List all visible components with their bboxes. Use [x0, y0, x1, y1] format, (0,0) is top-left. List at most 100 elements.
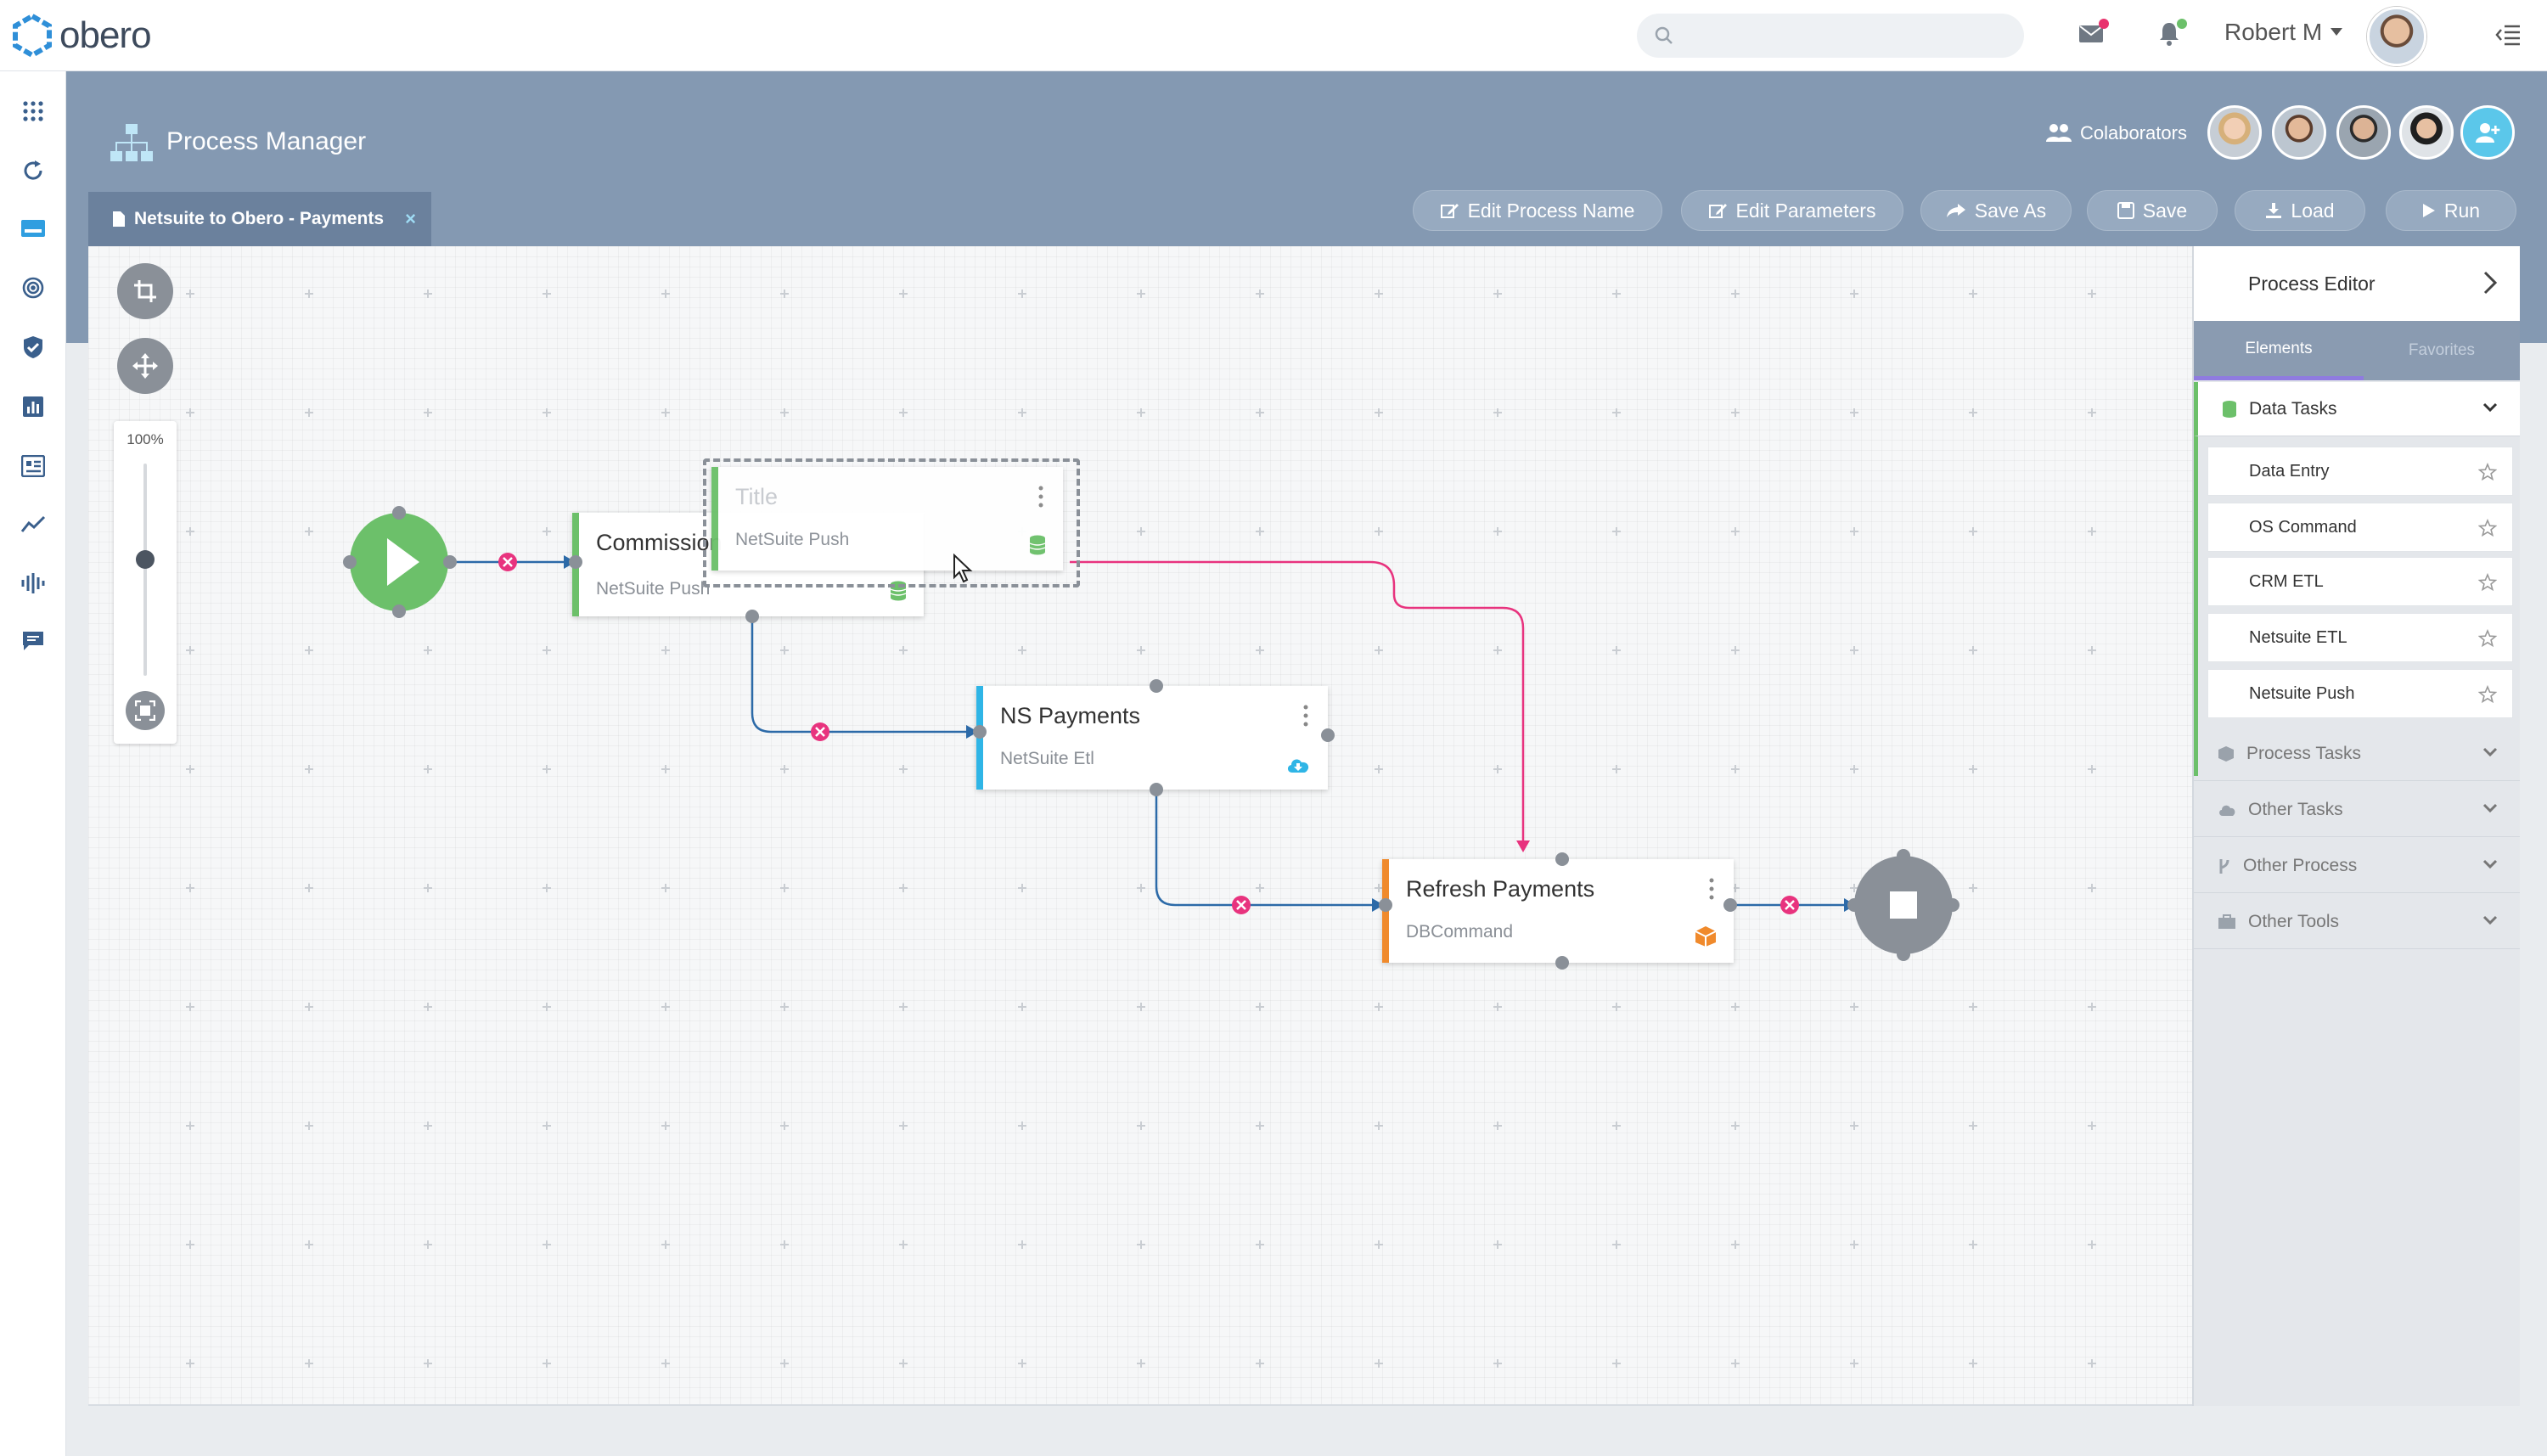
remove-connection-icon	[811, 722, 829, 741]
bar-chart-icon[interactable]	[17, 391, 49, 423]
add-collaborator-button[interactable]	[2460, 105, 2515, 160]
star-icon[interactable]	[2478, 463, 2497, 481]
process-editor-header[interactable]: Process Editor	[2194, 246, 2520, 321]
element-label: Data Entry	[2249, 461, 2330, 481]
tab-elements[interactable]: Elements	[2194, 321, 2364, 380]
save-label: Save	[2142, 199, 2188, 222]
category-label: Other Process	[2243, 855, 2358, 875]
search-icon	[1655, 26, 1673, 44]
process-node-refresh-payments[interactable]: Refresh Payments DBCommand	[1382, 859, 1734, 963]
category-other-process[interactable]: Other Process	[2194, 839, 2520, 893]
crop-icon	[134, 280, 156, 302]
node-subtitle: NetSuite Etl	[1000, 749, 1094, 768]
collaborators-label[interactable]: Colaborators	[2046, 122, 2187, 144]
share-arrow-icon	[1946, 204, 1965, 217]
save-as-button[interactable]: Save As	[1920, 190, 2072, 231]
chevron-down-icon	[2482, 402, 2498, 413]
panel-toggle-icon[interactable]	[2494, 20, 2525, 51]
waveform-icon[interactable]	[17, 567, 49, 599]
save-button[interactable]: Save	[2087, 190, 2218, 231]
trend-line-icon[interactable]	[17, 508, 49, 540]
element-item-netsuite-push[interactable]: Netsuite Push	[2207, 669, 2513, 718]
report-icon[interactable]	[17, 450, 49, 482]
process-node-dragging[interactable]: Title NetSuite Push	[711, 467, 1063, 571]
element-item-netsuite-etl[interactable]: Netsuite ETL	[2207, 613, 2513, 662]
element-item-crm-etl[interactable]: CRM ETL	[2207, 557, 2513, 606]
edit-icon	[1708, 204, 1727, 218]
load-button[interactable]: Load	[2235, 190, 2365, 231]
end-node	[1847, 849, 1959, 961]
collaborator-avatar[interactable]	[2207, 105, 2262, 160]
element-item-os-command[interactable]: OS Command	[2207, 503, 2513, 552]
crop-tool-button[interactable]	[117, 263, 173, 319]
bell-icon[interactable]	[2155, 19, 2189, 53]
user-avatar[interactable]	[2367, 7, 2426, 66]
box-icon	[1695, 926, 1717, 947]
drag-selection-frame	[703, 458, 1080, 587]
category-label: Process Tasks	[2246, 743, 2361, 763]
connector-pink	[1070, 560, 1525, 840]
collaborator-avatar[interactable]	[2336, 105, 2391, 160]
refresh-icon[interactable]	[17, 155, 49, 187]
edit-parameters-button[interactable]: Edit Parameters	[1681, 190, 1903, 231]
edit-process-name-button[interactable]: Edit Process Name	[1413, 190, 1662, 231]
more-vertical-icon[interactable]	[1037, 486, 1044, 508]
zoom-level: 100%	[127, 431, 164, 447]
radar-icon[interactable]	[17, 272, 49, 304]
run-button[interactable]: Run	[2386, 190, 2516, 231]
process-node-ns-payments[interactable]: NS Payments NetSuite Etl	[976, 686, 1328, 790]
process-board-icon[interactable]	[17, 212, 49, 245]
more-vertical-icon[interactable]	[1302, 705, 1309, 727]
download-icon	[2266, 203, 2282, 218]
mail-icon[interactable]	[2077, 19, 2111, 53]
save-as-label: Save As	[1974, 199, 2047, 222]
apps-grid-icon[interactable]	[17, 95, 49, 127]
document-tab[interactable]: Netsuite to Obero - Payments ×	[88, 192, 431, 246]
category-label: Other Tools	[2248, 911, 2339, 931]
zoom-slider-track[interactable]	[143, 464, 147, 676]
node-subtitle: NetSuite Push	[735, 530, 850, 549]
user-menu[interactable]: Robert M	[2224, 19, 2343, 46]
bell-status-dot	[2177, 19, 2187, 29]
document-tab-label: Netsuite to Obero - Payments	[134, 209, 385, 228]
app-logo[interactable]: obero	[10, 8, 152, 63]
shield-check-icon[interactable]	[17, 331, 49, 363]
star-icon[interactable]	[2478, 573, 2497, 592]
collaborator-avatar[interactable]	[2272, 105, 2326, 160]
star-icon[interactable]	[2478, 629, 2497, 648]
app-name: obero	[59, 14, 152, 56]
panel-tabs: Elements Favorites	[2194, 321, 2520, 380]
collaborators-text: Colaborators	[2080, 122, 2187, 143]
category-process-tasks[interactable]: Process Tasks	[2194, 727, 2520, 781]
node-title: Commission	[596, 530, 722, 555]
chevron-right-icon[interactable]	[2482, 270, 2498, 295]
chevron-down-icon	[2482, 803, 2498, 813]
more-vertical-icon[interactable]	[1708, 878, 1715, 900]
category-other-tools[interactable]: Other Tools	[2194, 895, 2520, 949]
process-canvas[interactable]: Commission NetSuite Push Title NetSuite …	[88, 246, 2192, 1406]
star-icon[interactable]	[2478, 685, 2497, 704]
star-icon[interactable]	[2478, 519, 2497, 537]
database-icon	[2223, 400, 2236, 418]
cloud-download-icon	[1287, 759, 1309, 773]
mouse-cursor-icon	[953, 554, 973, 583]
element-label: Netsuite ETL	[2249, 627, 2347, 647]
category-data-tasks[interactable]: Data Tasks	[2194, 382, 2520, 436]
chat-icon[interactable]	[17, 625, 49, 657]
element-item-data-entry[interactable]: Data Entry	[2207, 447, 2513, 496]
footer-area	[66, 1406, 2547, 1456]
tab-favorites[interactable]: Favorites	[2408, 341, 2476, 359]
pan-tool-button[interactable]	[117, 338, 173, 394]
left-nav-rail	[0, 71, 66, 1456]
load-label: Load	[2291, 199, 2335, 222]
collaborator-avatar[interactable]	[2399, 105, 2454, 160]
category-other-tasks[interactable]: Other Tasks	[2194, 783, 2520, 837]
connector-nspayments-refresh	[1155, 790, 1372, 907]
user-name: Robert M	[2224, 19, 2323, 45]
toolbox-icon	[2218, 914, 2235, 929]
zoom-slider-handle[interactable]	[136, 550, 155, 569]
zoom-control: 100%	[114, 421, 177, 744]
search-input[interactable]	[1637, 14, 2024, 58]
fit-to-screen-button[interactable]	[126, 691, 165, 730]
close-tab-icon[interactable]: ×	[405, 208, 416, 229]
